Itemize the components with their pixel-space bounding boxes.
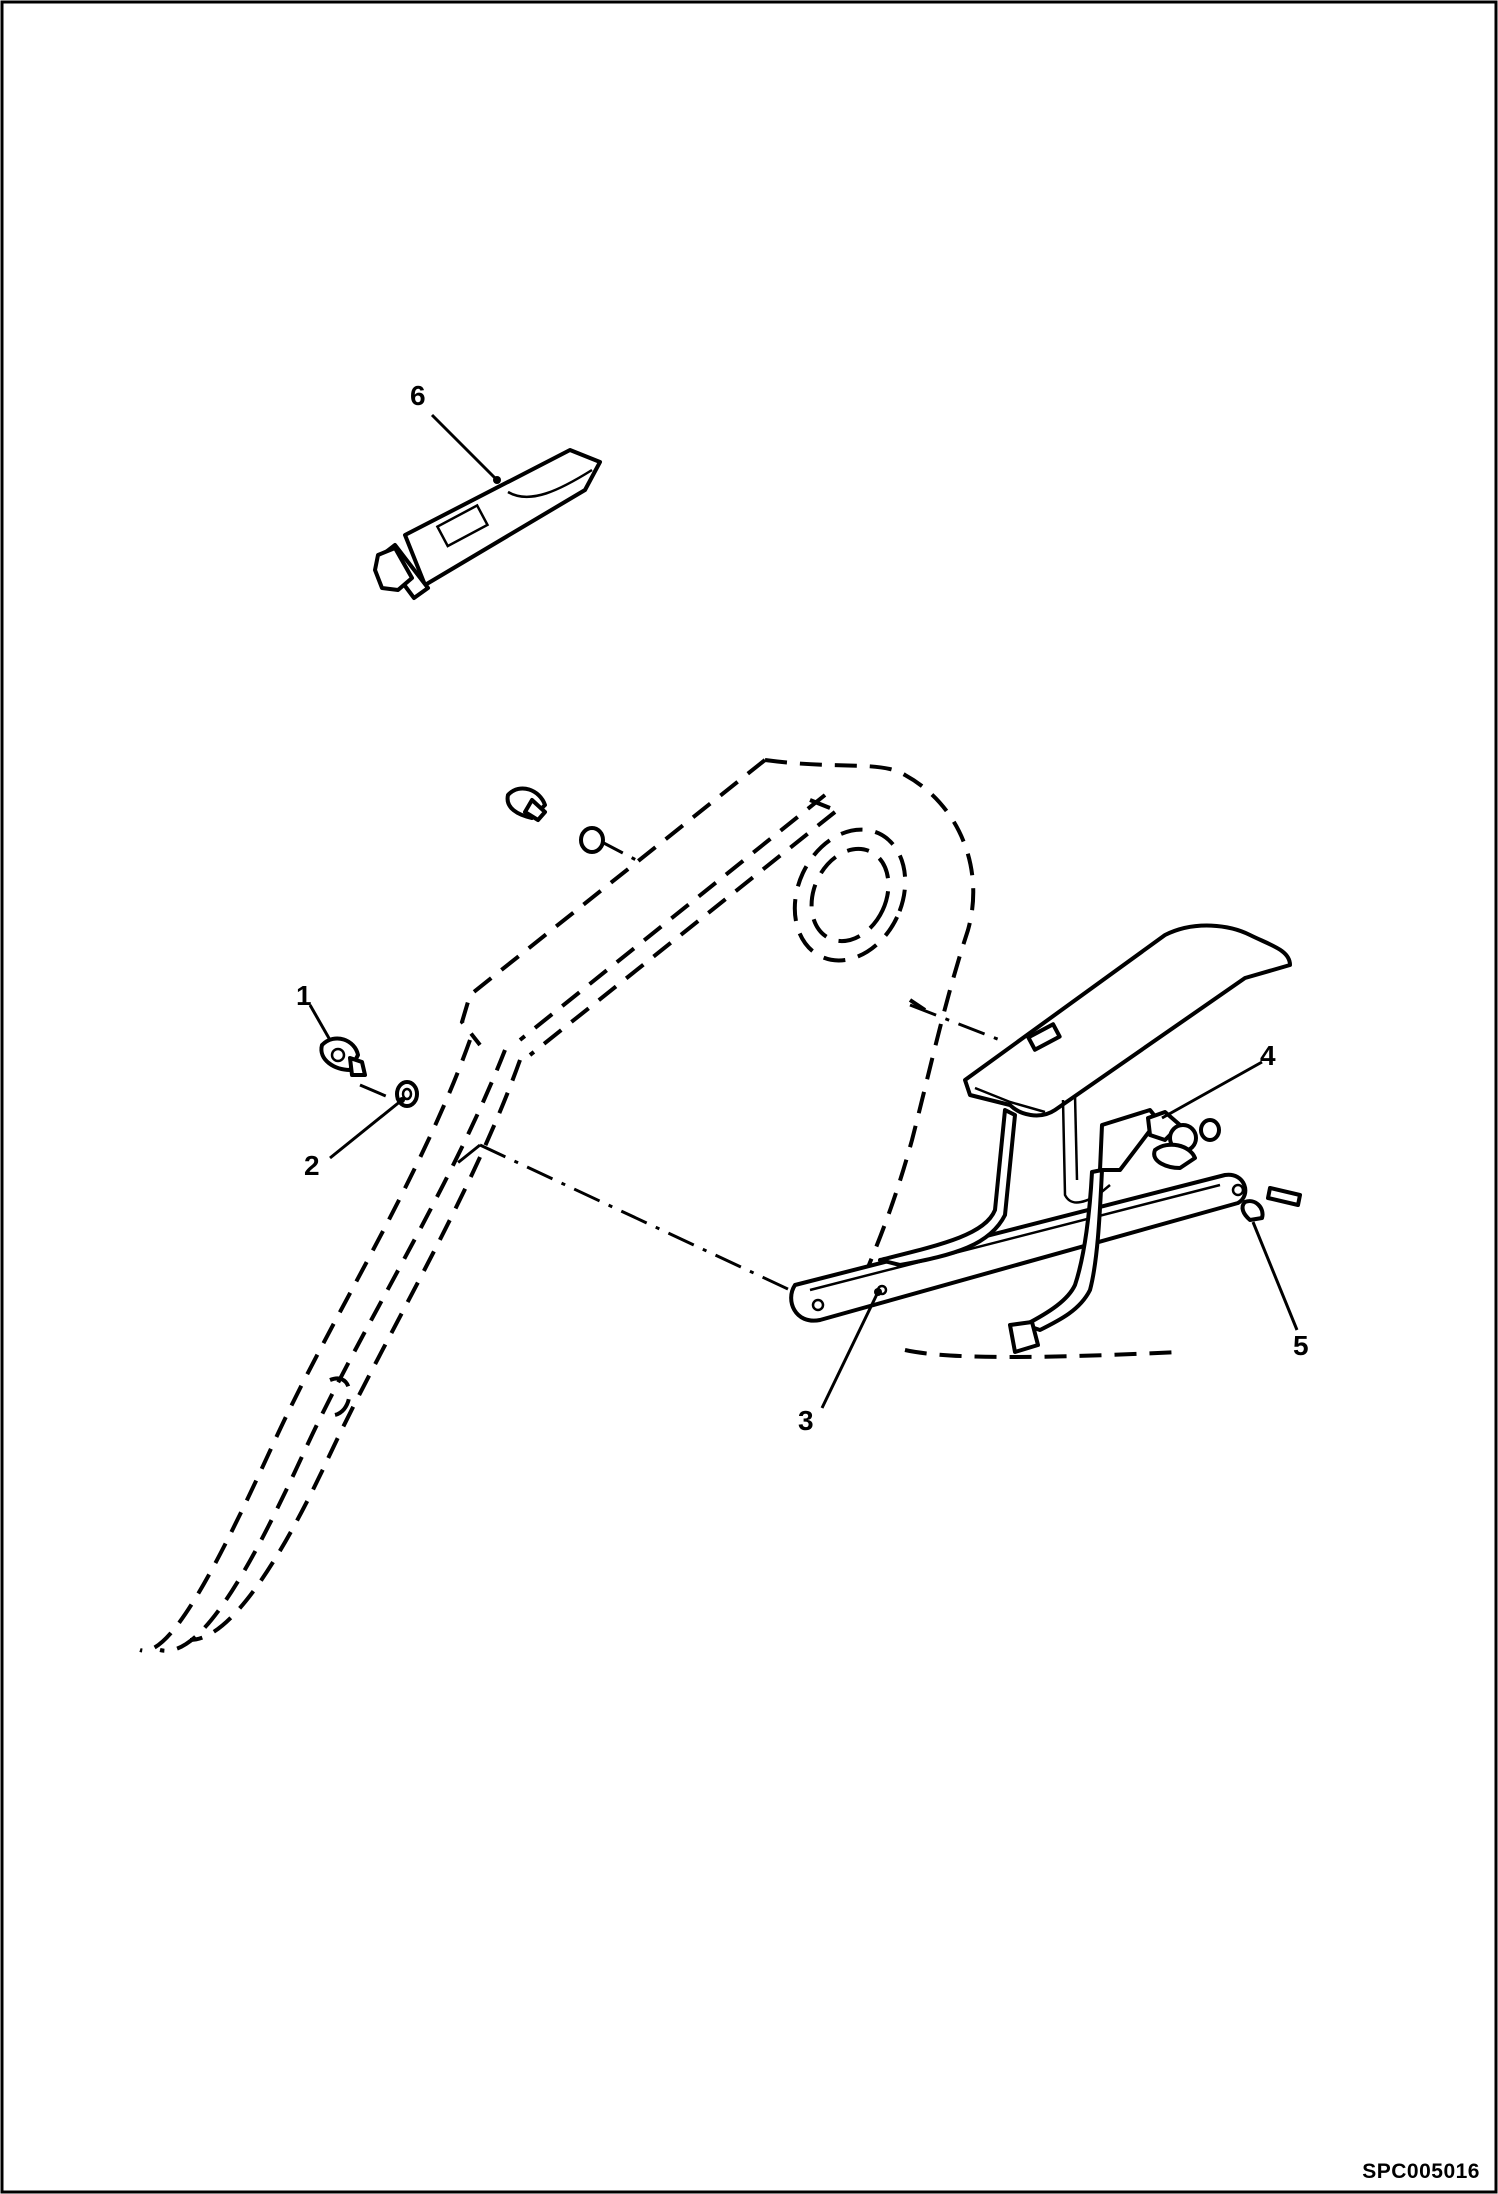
boom-outline xyxy=(139,758,1181,1653)
leader-2 xyxy=(329,1098,403,1160)
drawing-id: SPC005016 xyxy=(1362,2160,1480,2183)
leader-2-dot xyxy=(399,1097,405,1103)
leader-3 xyxy=(820,1291,880,1409)
leader-3-dot xyxy=(874,1288,882,1296)
bolt-part-1 xyxy=(319,1036,367,1077)
grease-tube xyxy=(373,448,602,600)
callout-5: 5 xyxy=(1293,1330,1309,1361)
callout-4: 4 xyxy=(1260,1040,1276,1071)
callout-2: 2 xyxy=(304,1150,320,1181)
leader-5 xyxy=(1251,1221,1299,1331)
leader-6 xyxy=(430,413,499,482)
leader-6-dot xyxy=(493,476,501,484)
axis-lines xyxy=(359,838,1001,1292)
callout-3: 3 xyxy=(798,1405,814,1436)
leader-4 xyxy=(1161,1060,1263,1120)
callout-1: 1 xyxy=(296,980,312,1011)
upper-pin xyxy=(505,786,605,854)
callout-6: 6 xyxy=(410,380,426,411)
leader-1 xyxy=(308,1004,332,1041)
pedal-bracket xyxy=(789,923,1302,1354)
